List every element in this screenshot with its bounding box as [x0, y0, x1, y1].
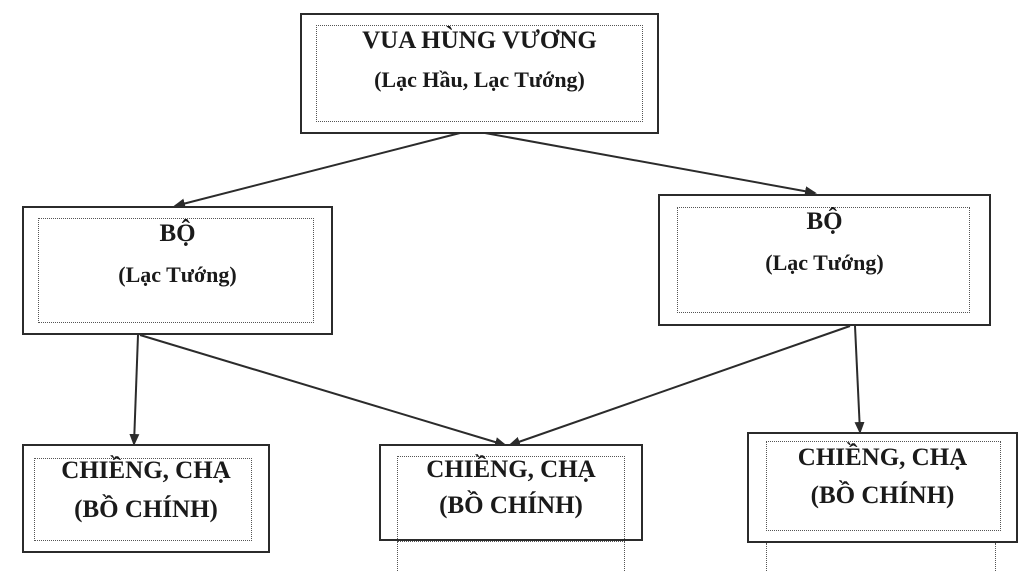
node-bo-right-subtitle: (Lạc Tướng) — [765, 250, 884, 275]
arrow-king-to-bo-left — [173, 132, 461, 209]
node-chieng-middle-subtitle: (BỒ CHÍNH) — [439, 492, 583, 519]
node-chieng-right: CHIỀNG, CHẠ (BỒ CHÍNH) — [747, 432, 1018, 543]
node-king-subtitle: (Lạc Hầu, Lạc Tướng) — [374, 67, 585, 92]
node-king: VUA HÙNG VƯƠNG (Lạc Hầu, Lạc Tướng) — [300, 13, 659, 134]
node-chieng-left-inner-border — [34, 458, 252, 541]
node-bo-left-title: BỘ — [159, 220, 196, 247]
node-chieng-left-subtitle: (BỒ CHÍNH) — [74, 496, 218, 523]
arrow-king-to-bo-right — [484, 132, 817, 197]
node-chieng-middle-inner-border — [397, 456, 625, 539]
node-chieng-middle-trailing-frame — [397, 541, 625, 571]
node-chieng-right-subtitle: (BỒ CHÍNH) — [810, 482, 955, 509]
node-chieng-right-trailing-frame — [766, 543, 996, 571]
arrow-bo-left-to-chieng-left — [129, 334, 140, 446]
node-chieng-right-title: CHIỀNG, CHẠ — [797, 444, 968, 471]
node-bo-right: BỘ (Lạc Tướng) — [658, 194, 991, 326]
node-bo-left-inner-border — [38, 218, 314, 323]
arrow-bo-right-to-chieng-right — [854, 325, 865, 434]
node-king-title: VUA HÙNG VƯƠNG — [362, 27, 597, 54]
node-chieng-middle: CHIỀNG, CHẠ (BỒ CHÍNH) — [379, 444, 643, 541]
arrow-bo-left-to-chieng-middle — [139, 334, 507, 447]
node-chieng-middle-title: CHIỀNG, CHẠ — [426, 456, 596, 483]
node-bo-right-title: BỘ — [806, 208, 843, 235]
node-bo-right-inner-border — [677, 207, 970, 313]
node-chieng-right-inner-border — [766, 441, 1001, 531]
node-bo-left-subtitle: (Lạc Tướng) — [118, 262, 237, 287]
node-chieng-left-title: CHIỀNG, CHẠ — [61, 457, 231, 484]
node-king-inner-border — [316, 25, 643, 122]
arrow-bo-right-to-chieng-middle — [508, 325, 851, 447]
node-chieng-left: CHIỀNG, CHẠ (BỒ CHÍNH) — [22, 444, 270, 553]
node-bo-left: BỘ (Lạc Tướng) — [22, 206, 333, 335]
